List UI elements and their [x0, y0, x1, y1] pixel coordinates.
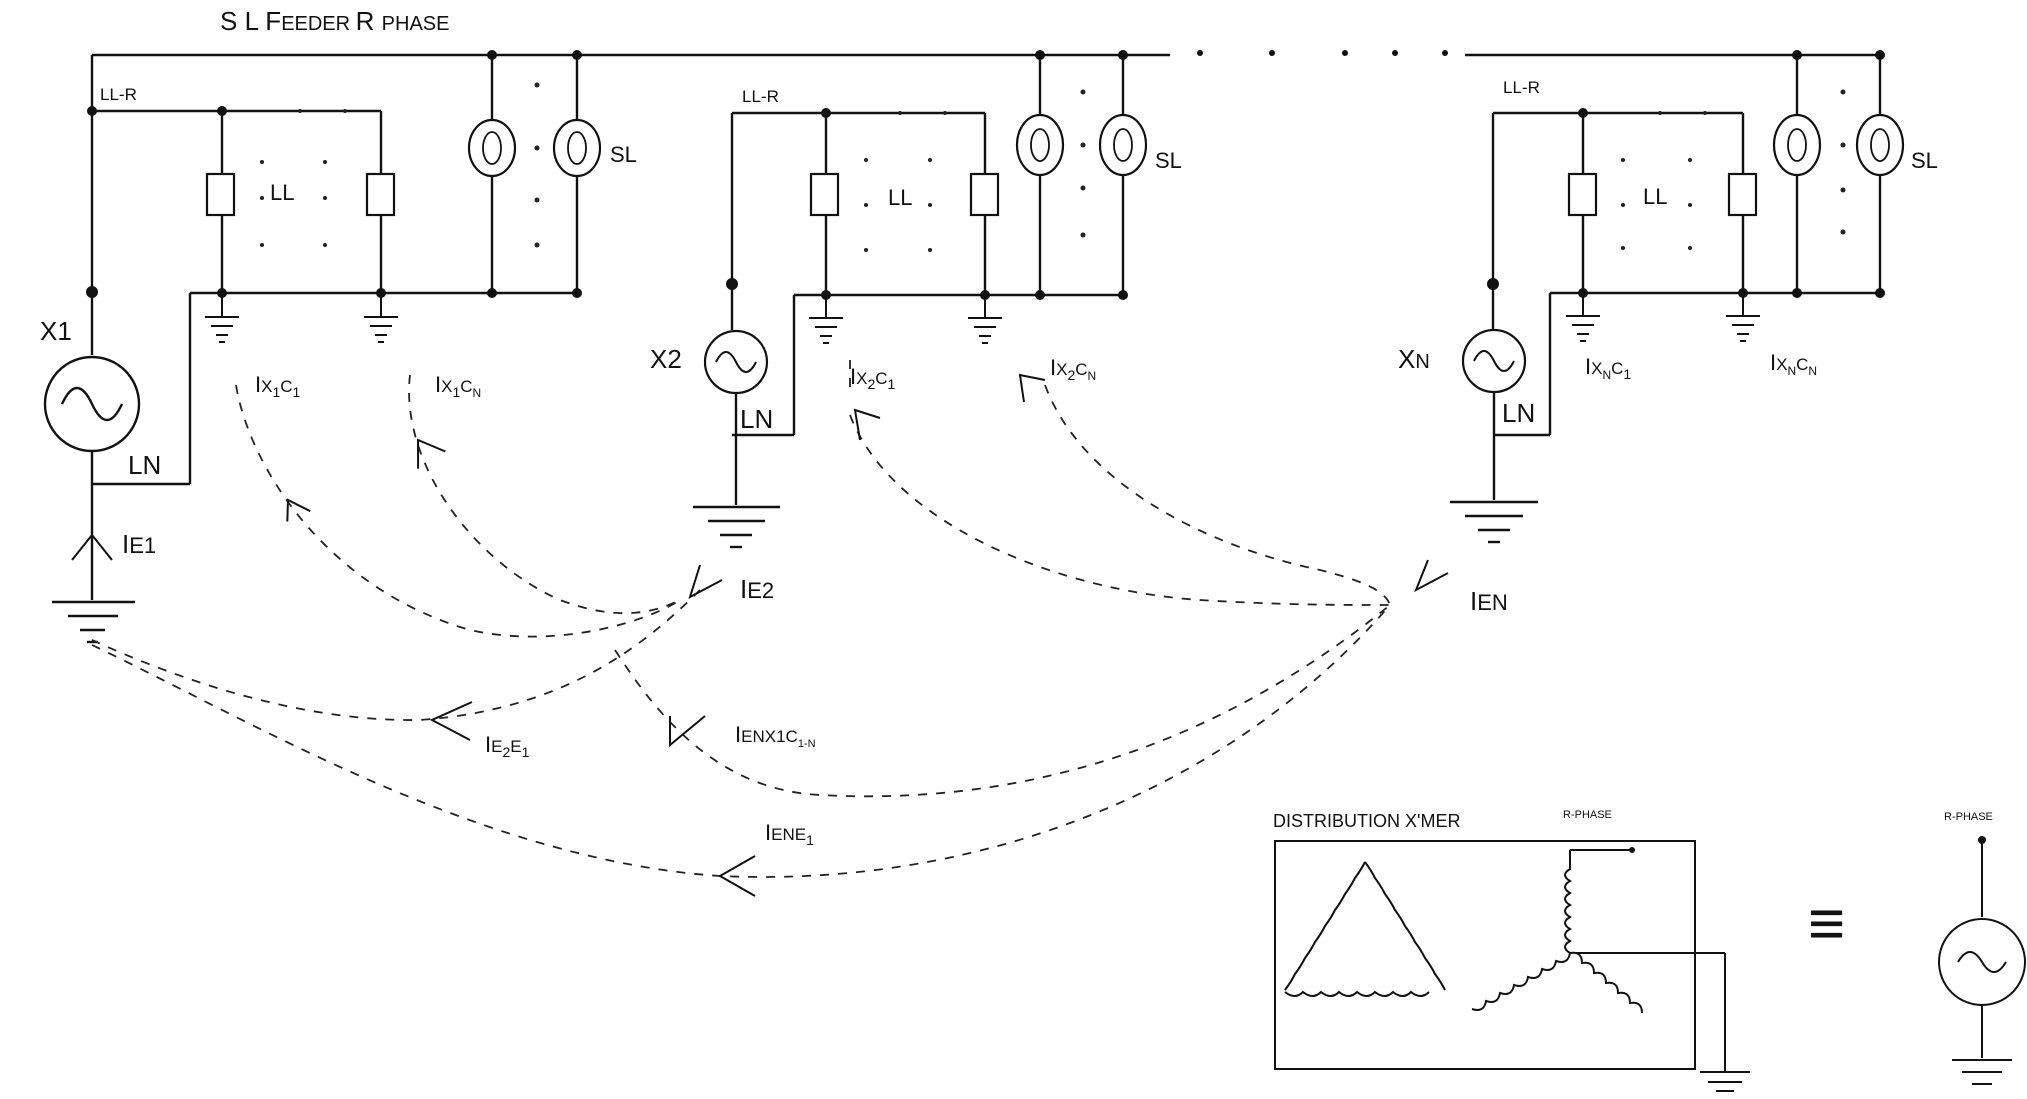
equiv-r-phase-label: R-PHASE	[1944, 811, 1993, 823]
main-bus	[92, 50, 1880, 57]
sl-label-2: SL	[1155, 148, 1182, 173]
label-ix1cn: IX1CN	[435, 372, 481, 400]
x1-label: X1	[40, 316, 72, 346]
label-iene1: IENE1	[765, 820, 814, 848]
ground-symbol	[364, 293, 398, 343]
ground-symbol	[1450, 500, 1538, 544]
load-resistor-nb	[1727, 172, 1758, 217]
street-lamp-2a	[1015, 113, 1065, 177]
section-n: LL-R LL SL LN XN	[1398, 50, 1938, 544]
street-lamp-nb	[1855, 113, 1905, 177]
label-ixnc1: IXNC1	[1585, 354, 1631, 382]
section-2: LL-R LL SL LN X2	[650, 50, 1182, 549]
arrow-ie1	[71, 533, 113, 561]
label-ixncn: IXNCN	[1770, 350, 1817, 378]
label-ix2cn: IX2CN	[1050, 355, 1096, 383]
load-resistor-1a	[205, 172, 236, 217]
feeder-title: S L FEEDER R PHASE	[220, 6, 449, 36]
street-lamp-1a	[467, 118, 517, 178]
distribution-transformer: DISTRIBUTION X'MER R-PHASE ≡ R-PHASE	[1273, 809, 2026, 1092]
street-lamp-na	[1772, 113, 1822, 177]
equivalence-symbol: ≡	[1808, 887, 1845, 959]
ll-r-label-2: LL-R	[742, 87, 779, 106]
ground-symbol	[52, 600, 135, 644]
street-lamp-2b	[1098, 113, 1148, 177]
ln-label-1: LN	[128, 450, 161, 480]
ln-label-2: LN	[740, 404, 773, 434]
current-arrows	[286, 373, 1449, 897]
label-ien: IEN	[1470, 586, 1508, 616]
x2-label: X2	[650, 344, 682, 374]
label-ix2c1: IX2C1	[850, 364, 896, 392]
ground-symbol	[693, 505, 780, 549]
label-ie2e1: IE2E1	[485, 732, 530, 760]
ground-symbol	[1726, 293, 1760, 342]
transformer-title: DISTRIBUTION X'MER	[1273, 811, 1460, 831]
ll-label-n: LL	[1643, 184, 1667, 209]
street-lamp-1b	[552, 118, 602, 178]
ll-label-2: LL	[888, 185, 912, 210]
current-labels: IX1C1 IX1CN IX2C1 IX2CN IXNC1 IXNCN IE2 …	[255, 350, 1817, 848]
ie1-label: IE1	[122, 529, 156, 559]
ll-label-1: LL	[270, 180, 294, 205]
label-ie2: IE2	[740, 574, 774, 604]
label-ix1c1: IX1C1	[255, 372, 301, 400]
load-resistor-2a	[809, 172, 840, 217]
ln-label-n: LN	[1502, 398, 1535, 428]
section-1: LL-R LL SL LN	[40, 50, 637, 644]
transformer-r-phase-label: R-PHASE	[1563, 809, 1612, 821]
sl-label-1: SL	[610, 142, 637, 167]
sl-label-n: SL	[1911, 148, 1938, 173]
ground-symbol	[1700, 1071, 1750, 1092]
ll-r-label-1: LL-R	[100, 85, 137, 104]
ground-symbol	[968, 295, 1002, 344]
ground-symbol	[205, 293, 239, 343]
load-resistor-2b	[969, 172, 1000, 217]
ground-symbol	[1566, 293, 1600, 342]
label-ienx1c: IENX1C1-N	[735, 722, 816, 750]
ground-symbol	[1952, 1059, 2012, 1085]
xn-label: XN	[1398, 344, 1430, 374]
load-resistor-na	[1567, 172, 1598, 217]
leakage-current-paths	[91, 360, 1391, 878]
ground-symbol	[809, 295, 843, 344]
load-resistor-1b	[365, 172, 396, 217]
ll-r-label-n: LL-R	[1503, 78, 1540, 97]
